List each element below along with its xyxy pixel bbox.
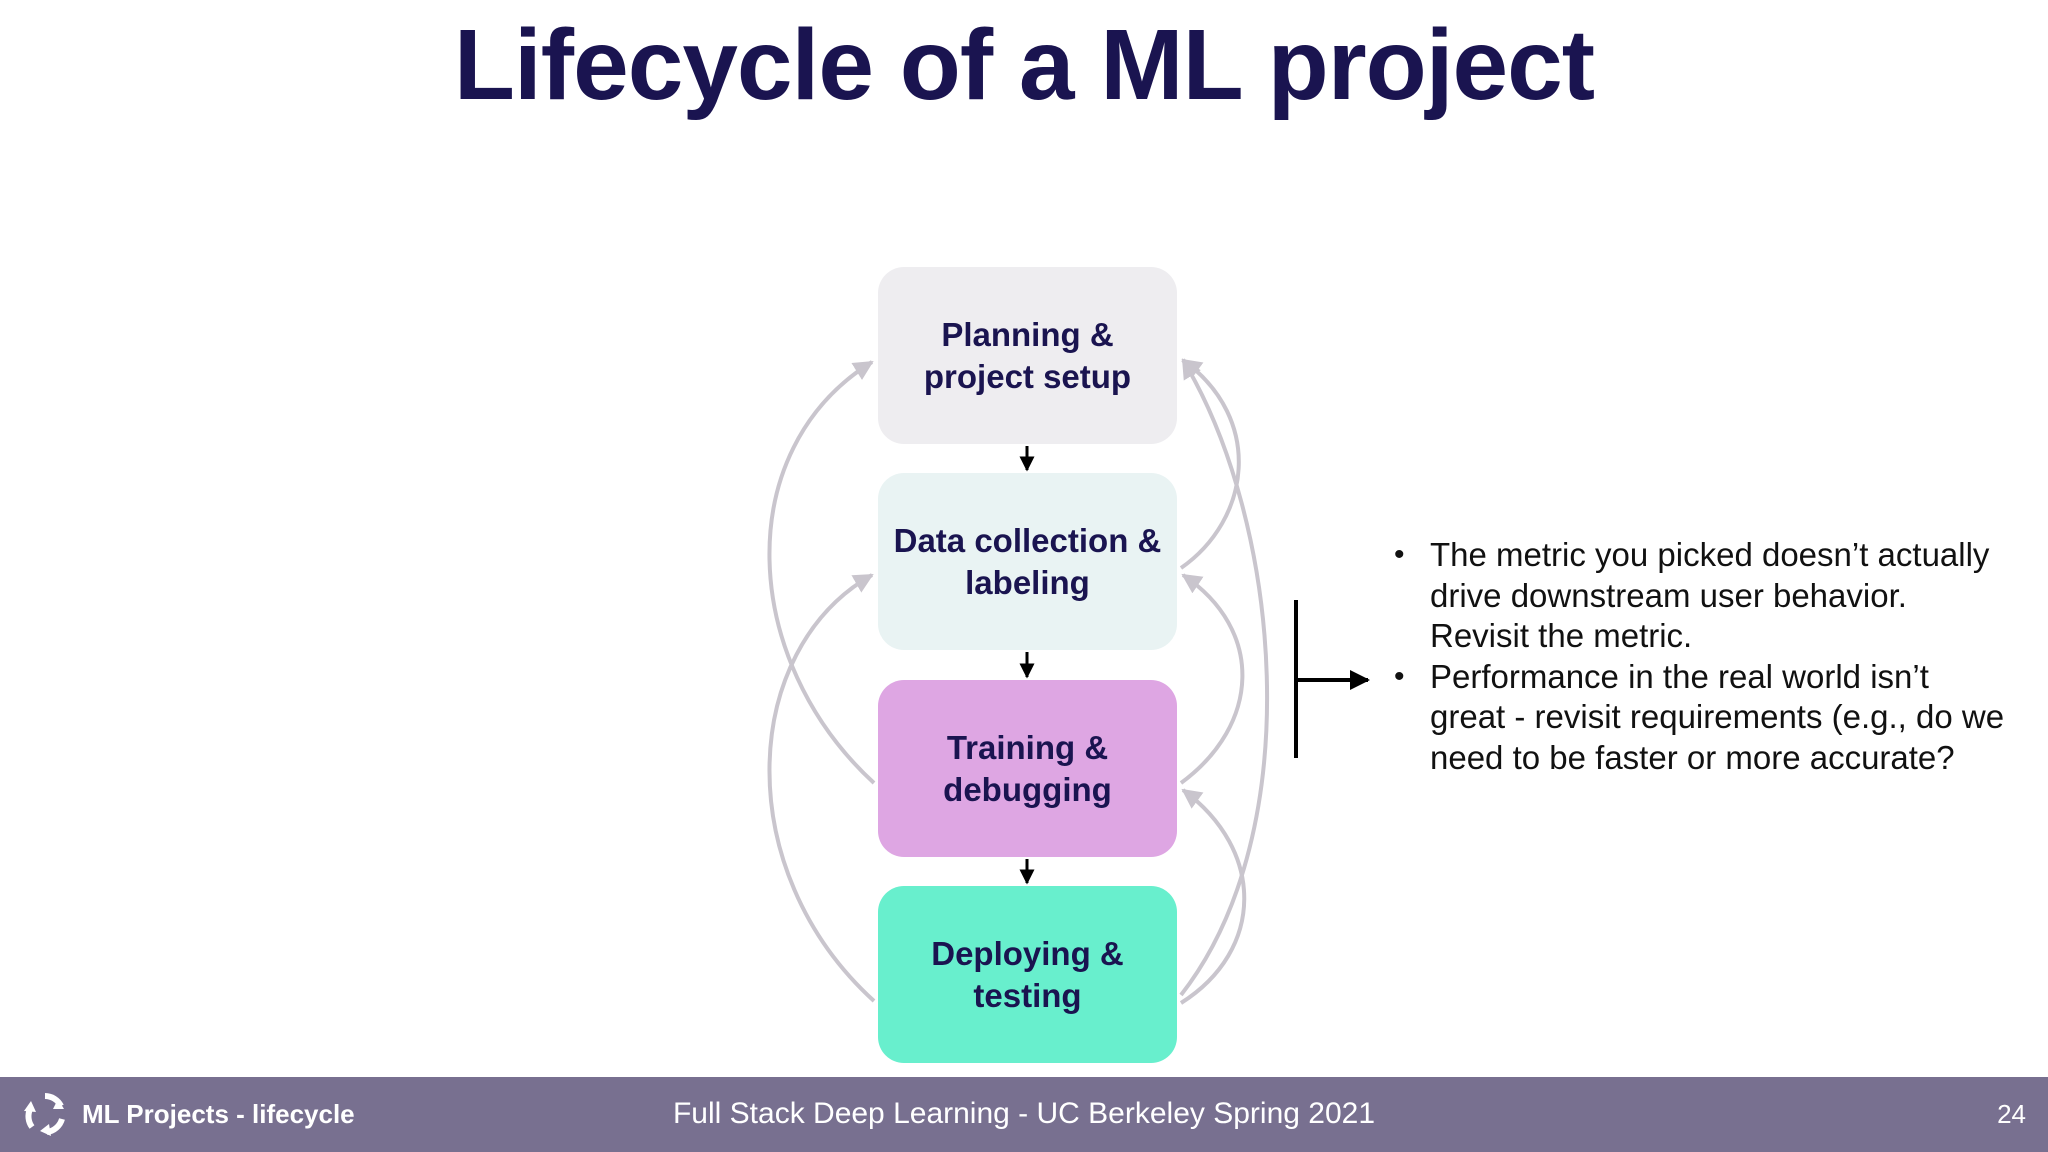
feedback-arc-deploying-to-planning [1179, 358, 1270, 997]
note-text: The metric you picked doesn’t actually d… [1430, 536, 1990, 654]
feedback-arc-deploying-to-data [767, 573, 876, 1003]
note-item: • Performance in the real world isn’t gr… [1390, 657, 2010, 779]
stage-deploying: Deploying & testing [878, 886, 1177, 1063]
stage-planning-label: Planning & project setup [923, 315, 1132, 395]
notes-list: • The metric you picked doesn’t actually… [1390, 535, 2010, 778]
stage-data-collection: Data collection & labeling [878, 473, 1177, 650]
note-item: • The metric you picked doesn’t actually… [1390, 535, 2010, 657]
recycle-arrows-icon [24, 1093, 65, 1136]
footer-course-title: Full Stack Deep Learning - UC Berkeley S… [672, 1097, 1376, 1130]
stage-data-collection-label: Data collection & labeling [893, 521, 1162, 601]
bullet-icon: • [1394, 538, 1405, 571]
slide-title: Lifecycle of a ML project [453, 9, 1595, 121]
footer-bar: ML Projects - lifecycle Full Stack Deep … [0, 1077, 2048, 1152]
stage-training: Training & debugging [878, 680, 1177, 857]
note-text: Performance in the real world isn’t grea… [1430, 657, 2005, 776]
feedback-arc-training-to-data [1179, 573, 1245, 785]
bullet-icon: • [1394, 659, 1405, 693]
feedback-arc-deploying-to-training [1179, 788, 1247, 1005]
stage-planning: Planning & project setup [878, 267, 1177, 444]
stage-training-label: Training & debugging [943, 728, 1112, 808]
page-number: 24 [1997, 1099, 2026, 1129]
feedback-arc-training-to-planning [767, 360, 876, 785]
stage-deploying-label: Deploying & testing [931, 934, 1124, 1014]
footer-section-label: ML Projects - lifecycle [82, 1099, 355, 1129]
feedback-arc-data-to-planning [1179, 358, 1241, 570]
